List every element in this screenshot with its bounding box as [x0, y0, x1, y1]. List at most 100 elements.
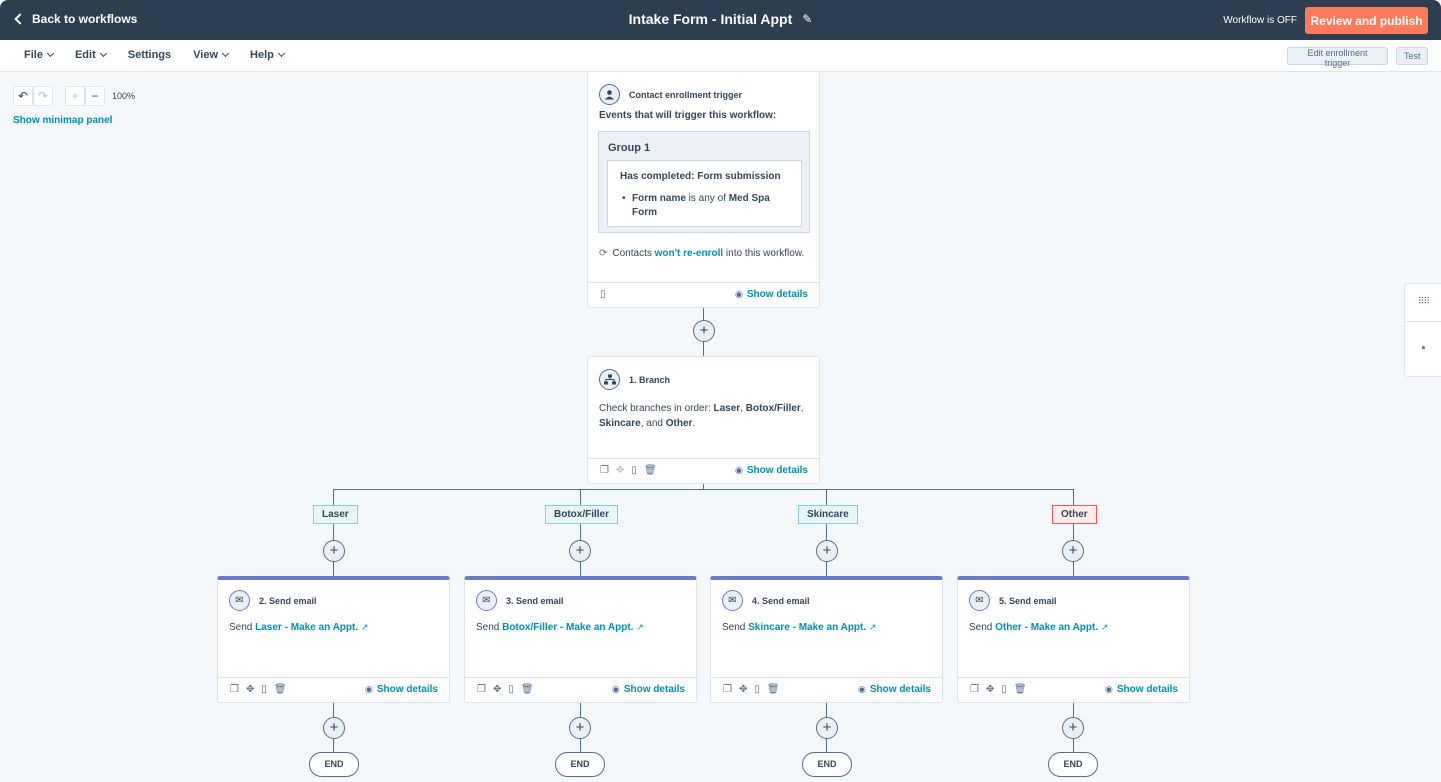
end-node: END: [309, 752, 359, 777]
move-icon[interactable]: ✥: [245, 684, 255, 695]
external-link-icon[interactable]: ↗: [360, 622, 369, 632]
end-node: END: [1048, 752, 1098, 777]
show-details-link[interactable]: ◉Show details: [365, 684, 438, 695]
menu-view[interactable]: View: [193, 49, 230, 61]
connector-line: [1073, 489, 1074, 576]
menu-help[interactable]: Help: [250, 49, 285, 61]
comment-icon[interactable]: ▪: [1421, 342, 1426, 354]
trigger-title: Contact enrollment trigger: [629, 89, 743, 100]
events-title: Events that will trigger this workflow:: [599, 110, 777, 121]
test-button[interactable]: Test: [1396, 47, 1428, 65]
external-link-icon[interactable]: ↗: [636, 622, 644, 632]
send-email-card[interactable]: ✉3. Send email Send Botox/Filler - Make …: [464, 576, 697, 703]
clipboard-icon[interactable]: ▯: [1001, 684, 1007, 695]
show-minimap-link[interactable]: Show minimap panel: [13, 115, 113, 126]
move-icon[interactable]: ✥: [492, 684, 502, 695]
trash-icon[interactable]: 🗑: [766, 684, 780, 695]
add-action-button[interactable]: +: [816, 540, 838, 562]
email-link[interactable]: Laser - Make an Appt.: [255, 622, 359, 633]
email-link[interactable]: Botox/Filler - Make an Appt.: [502, 622, 634, 633]
eye-icon: ◉: [735, 465, 743, 475]
show-details-link[interactable]: ◉Show details: [612, 684, 685, 695]
menu-settings[interactable]: Settings: [127, 49, 172, 61]
review-and-publish-button[interactable]: Review and publish: [1305, 7, 1428, 34]
add-action-button[interactable]: +: [1062, 717, 1084, 739]
add-action-button[interactable]: +: [323, 540, 345, 562]
condition-filter: •Form name is any of Med Spa Form: [622, 193, 770, 218]
add-action-button[interactable]: +: [693, 320, 715, 342]
chevron-down-icon: [99, 49, 107, 58]
branch-icon: [599, 369, 620, 390]
trash-icon[interactable]: 🗑: [1013, 684, 1027, 695]
branch-label-laser[interactable]: Laser: [313, 505, 358, 524]
move-icon[interactable]: ✥: [615, 465, 625, 476]
enrollment-trigger-card[interactable]: Contact enrollment trigger Events that w…: [587, 72, 820, 308]
send-email-card[interactable]: ✉2. Send email Send Laser - Make an Appt…: [217, 576, 450, 703]
workflow-status: Workflow is OFF: [1223, 15, 1297, 26]
chevron-down-icon: [277, 49, 285, 58]
reenroll-link[interactable]: won't re-enroll: [654, 248, 724, 259]
copy-icon[interactable]: ❐: [600, 465, 609, 476]
grid-icon[interactable]: ⠿⠿: [1417, 296, 1430, 306]
trash-icon[interactable]: 🗑: [643, 465, 657, 476]
send-email-card[interactable]: ✉5. Send email Send Other - Make an Appt…: [957, 576, 1190, 703]
clipboard-icon[interactable]: ▯: [631, 465, 637, 476]
copy-icon[interactable]: ❐: [723, 684, 732, 695]
trigger-group: Group 1 Has completed: Form submission •…: [598, 131, 810, 233]
move-icon[interactable]: ✥: [738, 684, 748, 695]
trash-icon[interactable]: 🗑: [273, 684, 287, 695]
show-details-link[interactable]: ◉Show details: [735, 465, 808, 476]
add-action-button[interactable]: +: [569, 540, 591, 562]
connector-line: [826, 489, 827, 576]
show-details-link[interactable]: ◉Show details: [1105, 684, 1178, 695]
zoom-out-button[interactable]: −: [85, 86, 105, 106]
end-node: END: [802, 752, 852, 777]
menu-edit[interactable]: Edit: [75, 49, 107, 61]
branch-label-botox-filler[interactable]: Botox/Filler: [545, 505, 619, 524]
branch-title: 1. Branch: [629, 374, 671, 385]
external-link-icon[interactable]: ↗: [1100, 622, 1109, 632]
connector-line: [333, 489, 1074, 490]
reenroll-note: ⟳ Contacts won't re-enroll into this wor…: [599, 248, 805, 259]
menu-file[interactable]: File: [24, 49, 54, 61]
top-bar: Back to workflows Intake Form - Initial …: [0, 0, 1441, 40]
back-label: Back to workflows: [32, 12, 138, 26]
move-icon[interactable]: ✥: [985, 684, 995, 695]
back-to-workflows-link[interactable]: Back to workflows: [14, 12, 138, 26]
edit-enrollment-trigger-button[interactable]: Edit enrollment trigger: [1287, 47, 1388, 68]
pencil-icon[interactable]: ✎: [802, 12, 813, 26]
clipboard-icon[interactable]: ▯: [508, 684, 514, 695]
undo-icon[interactable]: ↶: [13, 86, 33, 106]
clipboard-icon[interactable]: ▯: [754, 684, 760, 695]
email-icon: ✉: [722, 590, 743, 611]
group-label: Group 1: [608, 142, 651, 154]
workflow-title[interactable]: Intake Form - Initial Appt ✎: [629, 11, 813, 27]
zoom-level: 100%: [112, 91, 136, 101]
eye-icon: ◉: [1105, 684, 1113, 694]
external-link-icon[interactable]: ↗: [868, 622, 877, 632]
show-details-link[interactable]: ◉Show details: [735, 289, 808, 300]
copy-icon[interactable]: ❐: [477, 684, 486, 695]
email-description: Send Botox/Filler - Make an Appt. ↗: [476, 622, 644, 633]
refresh-icon: ⟳: [599, 248, 608, 259]
add-action-button[interactable]: +: [816, 717, 838, 739]
add-action-button[interactable]: +: [323, 717, 345, 739]
redo-icon[interactable]: ↷: [33, 86, 53, 106]
trash-icon[interactable]: 🗑: [520, 684, 534, 695]
copy-icon[interactable]: ❐: [970, 684, 979, 695]
email-link[interactable]: Skincare - Make an Appt.: [748, 622, 867, 633]
send-email-card[interactable]: ✉4. Send email Send Skincare - Make an A…: [710, 576, 943, 703]
branch-label-skincare[interactable]: Skincare: [798, 505, 858, 524]
clipboard-icon[interactable]: ▯: [261, 684, 267, 695]
branch-card[interactable]: 1. Branch Check branches in order: Laser…: [587, 356, 820, 484]
zoom-in-button[interactable]: +: [65, 86, 85, 106]
chevron-left-icon: [14, 13, 26, 25]
email-link[interactable]: Other - Make an Appt.: [995, 622, 1099, 633]
clipboard-icon[interactable]: ▯: [600, 289, 606, 300]
branch-label-other[interactable]: Other: [1052, 505, 1097, 524]
add-action-button[interactable]: +: [1062, 540, 1084, 562]
copy-icon[interactable]: ❐: [230, 684, 239, 695]
add-action-button[interactable]: +: [569, 717, 591, 739]
show-details-link[interactable]: ◉Show details: [858, 684, 931, 695]
